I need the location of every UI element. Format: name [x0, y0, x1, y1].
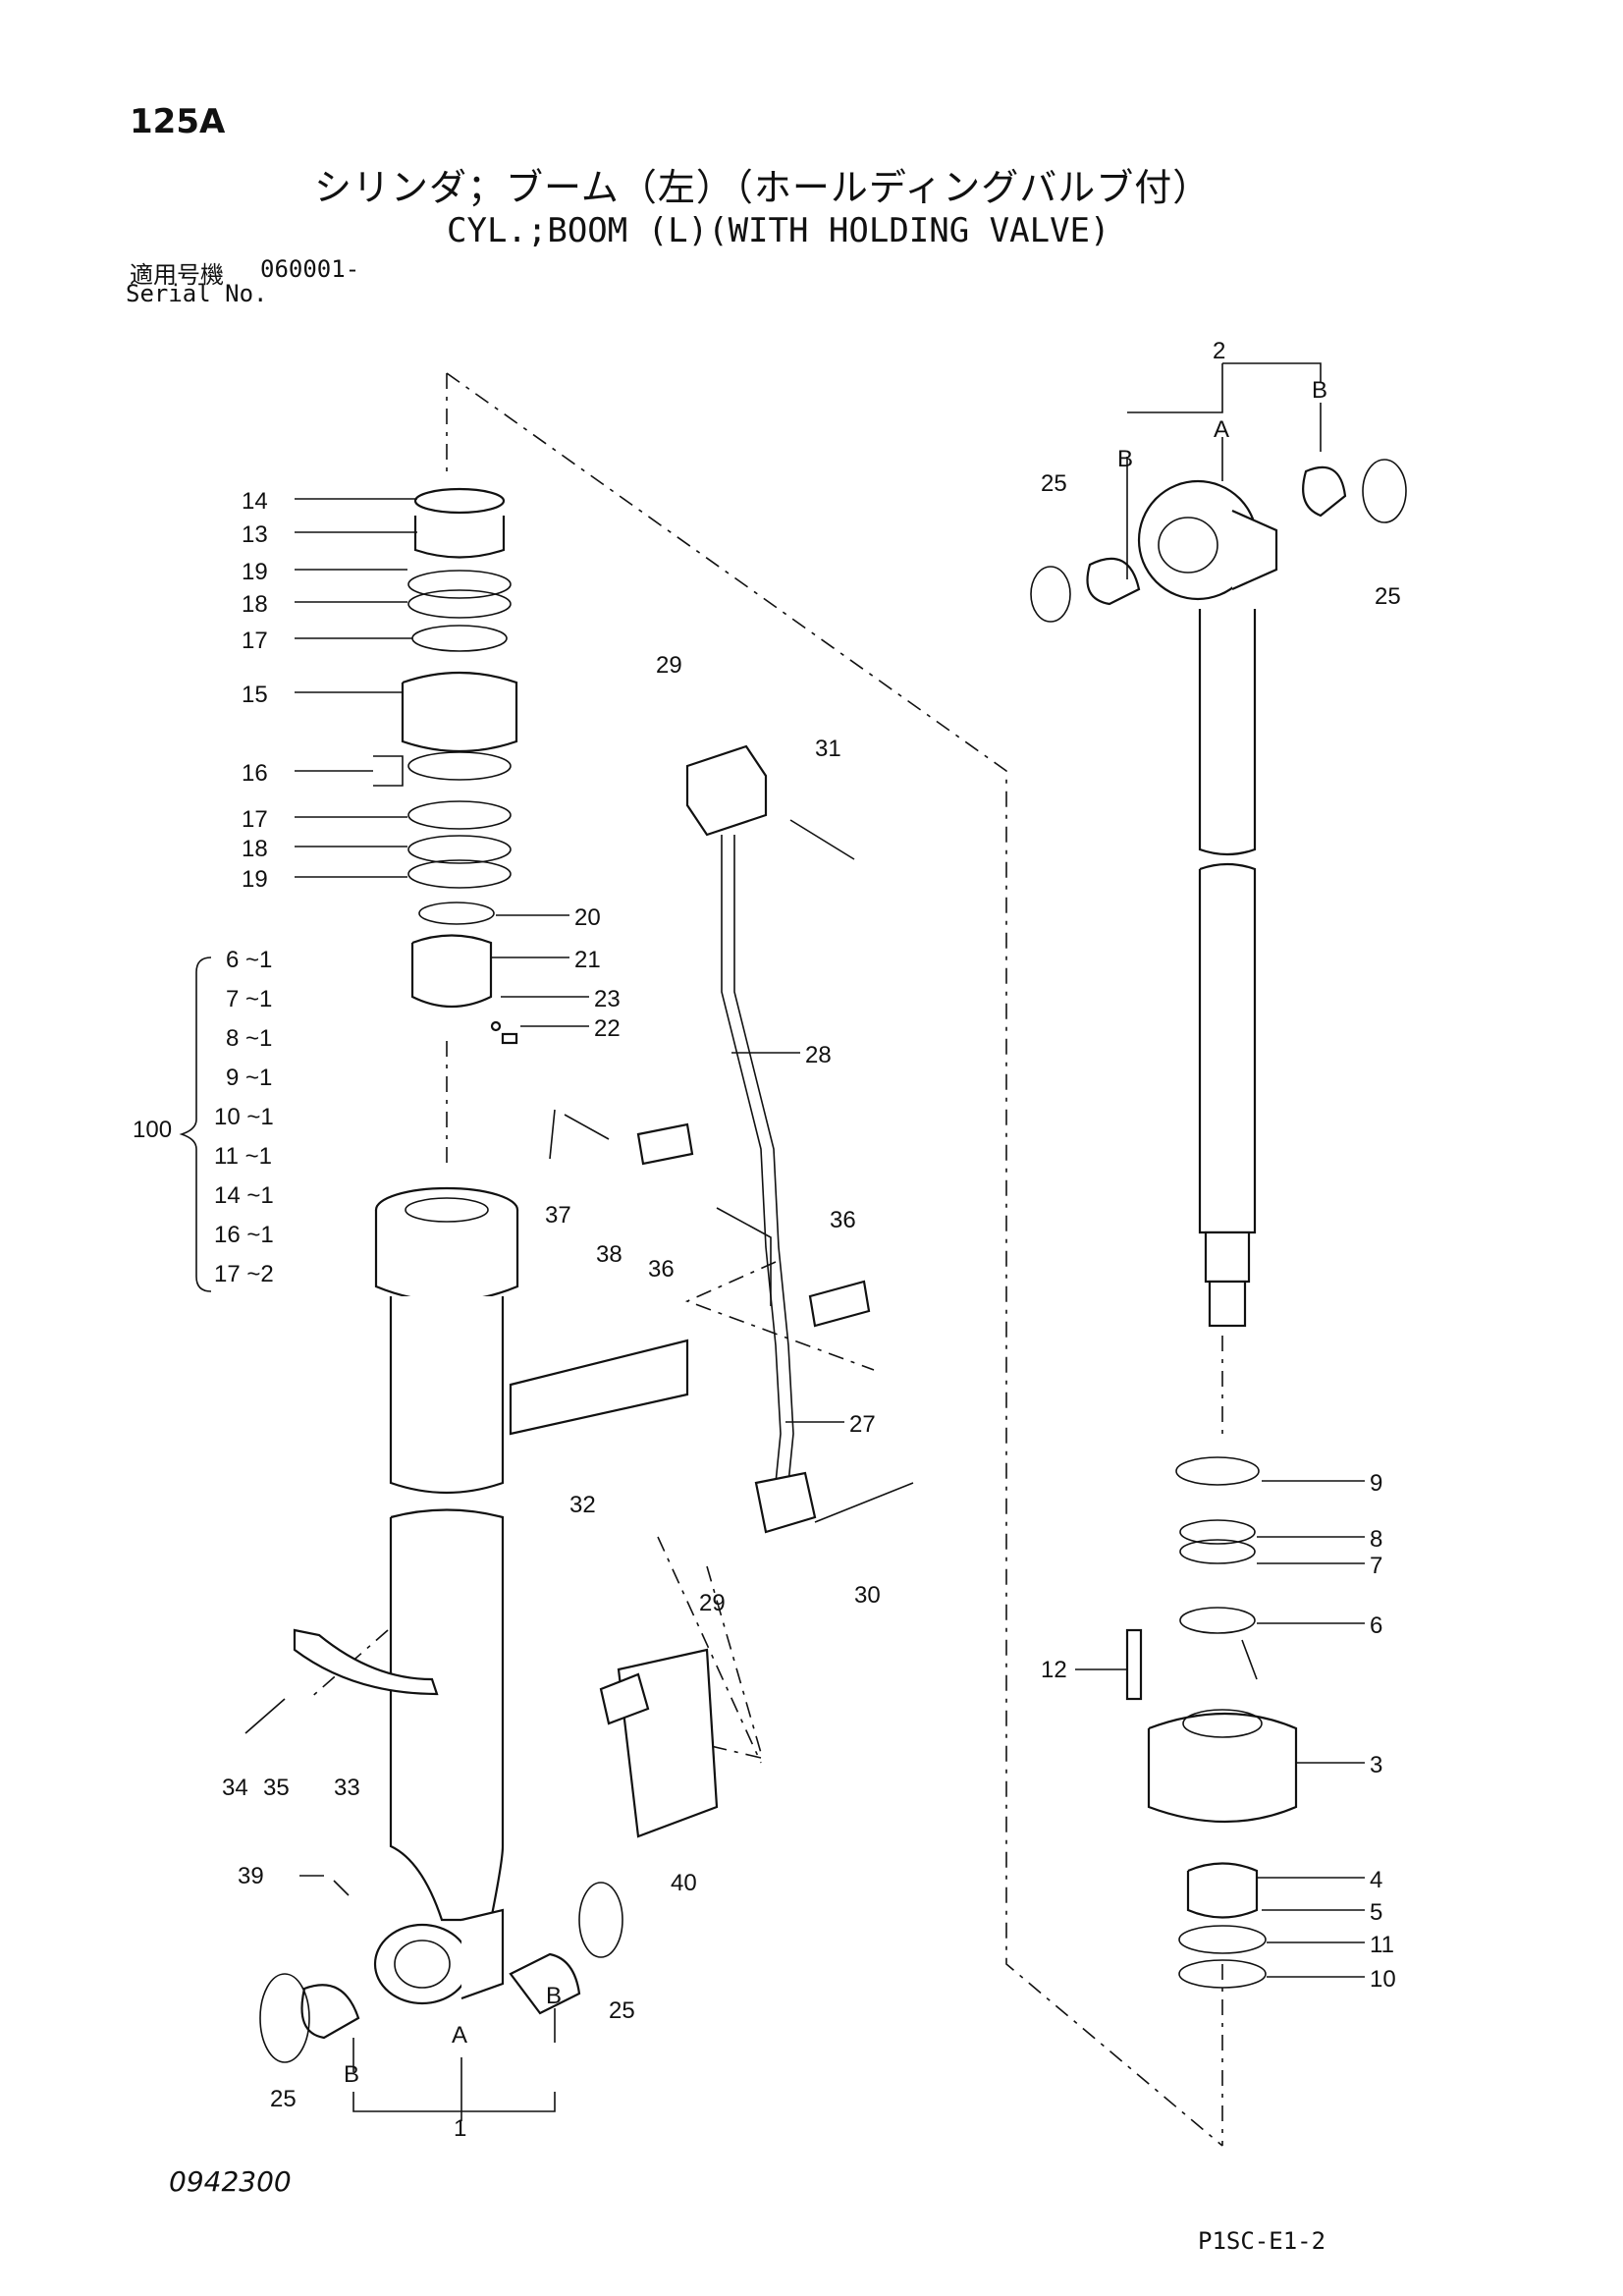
callout-18: 18 — [242, 591, 268, 618]
callout-21: 21 — [574, 947, 601, 973]
callout-labels: 14 13 19 18 17 15 16 17 18 19 20 21 23 2… — [133, 338, 1401, 2142]
serial-value: 060001- — [260, 255, 360, 283]
cylinder-tube — [373, 1186, 519, 2005]
callout-37: 37 — [545, 1202, 571, 1229]
callout-29-bottom: 29 — [699, 1590, 726, 1616]
callout-35: 35 — [263, 1775, 290, 1801]
callout-8: 8 — [1370, 1526, 1382, 1553]
callout-2: 2 — [1213, 338, 1225, 364]
callout-13: 13 — [242, 521, 268, 548]
callout-38: 38 — [596, 1241, 622, 1268]
callout-29-top: 29 — [656, 652, 682, 679]
callout-7: 7 — [1370, 1553, 1382, 1579]
callout-32: 32 — [569, 1492, 596, 1518]
seal-stack-right — [1125, 1456, 1298, 1989]
callout-30: 30 — [854, 1582, 881, 1609]
title-japanese: シリンダ；ブーム（左）（ホールディングバルブ付） — [314, 166, 1212, 209]
callout-31: 31 — [815, 736, 841, 762]
callout-25-left: 25 — [270, 2086, 297, 2112]
callout-9: 9 — [1370, 1470, 1382, 1497]
callout-23: 23 — [594, 986, 621, 1012]
callout-16: 16 — [242, 760, 268, 787]
callout-18b: 18 — [242, 836, 268, 862]
piston-rod — [1137, 479, 1278, 1328]
kit-item-3: 8 ~1 — [226, 1025, 272, 1052]
serial-label-english: Serial No. — [126, 280, 268, 307]
callout-15: 15 — [242, 682, 268, 708]
callout-11: 11 — [1370, 1932, 1394, 1958]
kit-item-1: 6 ~1 — [226, 947, 272, 973]
callout-22: 22 — [594, 1015, 621, 1042]
kit-item-7: 14 ~1 — [214, 1182, 274, 1209]
label-B-bottom-left: B — [344, 2061, 359, 2088]
kit-item-9: 17 ~2 — [214, 1261, 274, 1287]
drawing-number: 0942300 — [169, 2165, 292, 2198]
callout-14: 14 — [242, 488, 268, 515]
callout-40: 40 — [671, 1870, 697, 1896]
callout-25-center: 25 — [609, 1997, 635, 2024]
label-B-top-left: B — [1117, 446, 1133, 472]
kit-bracket — [179, 957, 212, 1292]
callout-5: 5 — [1370, 1899, 1382, 1926]
callout-34: 34 — [222, 1775, 248, 1801]
title-english: CYL.;BOOM (L)(WITH HOLDING VALVE) — [447, 211, 1110, 250]
callout-6: 6 — [1370, 1613, 1382, 1639]
callout-20: 20 — [574, 904, 601, 931]
callout-39: 39 — [238, 1863, 264, 1889]
callout-25-top-left: 25 — [1041, 470, 1067, 497]
page-reference: P1SC-E1-2 — [1198, 2227, 1326, 2255]
kit-number: 100 — [133, 1117, 172, 1143]
kit-item-6: 11 ~1 — [214, 1143, 272, 1170]
serial-label-japanese: 適用号機 — [130, 261, 224, 289]
page-number: 125A — [130, 102, 226, 141]
callout-36-right: 36 — [830, 1207, 856, 1233]
callout-leaders — [295, 362, 1365, 2121]
callout-36-left: 36 — [648, 1256, 675, 1283]
callout-19b: 19 — [242, 866, 268, 893]
label-B-top-right: B — [1312, 377, 1327, 404]
label-A-top: A — [1214, 416, 1229, 443]
callout-1: 1 — [454, 2115, 466, 2142]
pipes-and-valve — [244, 459, 1407, 2063]
callout-27: 27 — [849, 1411, 876, 1438]
callout-17: 17 — [242, 628, 268, 654]
label-A-bottom: A — [452, 2022, 467, 2049]
callout-10: 10 — [1370, 1966, 1396, 1993]
callout-25-top-right: 25 — [1375, 583, 1401, 610]
kit-item-2: 7 ~1 — [226, 986, 272, 1012]
callout-33: 33 — [334, 1775, 360, 1801]
label-B-bottom-right: B — [546, 1983, 562, 2009]
callout-17b: 17 — [242, 806, 268, 833]
kit-item-8: 16 ~1 — [214, 1222, 274, 1248]
seal-stack-left — [401, 487, 518, 1045]
callout-28: 28 — [805, 1042, 832, 1068]
callout-19: 19 — [242, 559, 268, 585]
kit-item-5: 10 ~1 — [214, 1104, 274, 1130]
callout-4: 4 — [1370, 1867, 1382, 1893]
callout-12: 12 — [1041, 1657, 1067, 1683]
kit-item-4: 9 ~1 — [226, 1065, 272, 1091]
callout-3: 3 — [1370, 1752, 1382, 1778]
